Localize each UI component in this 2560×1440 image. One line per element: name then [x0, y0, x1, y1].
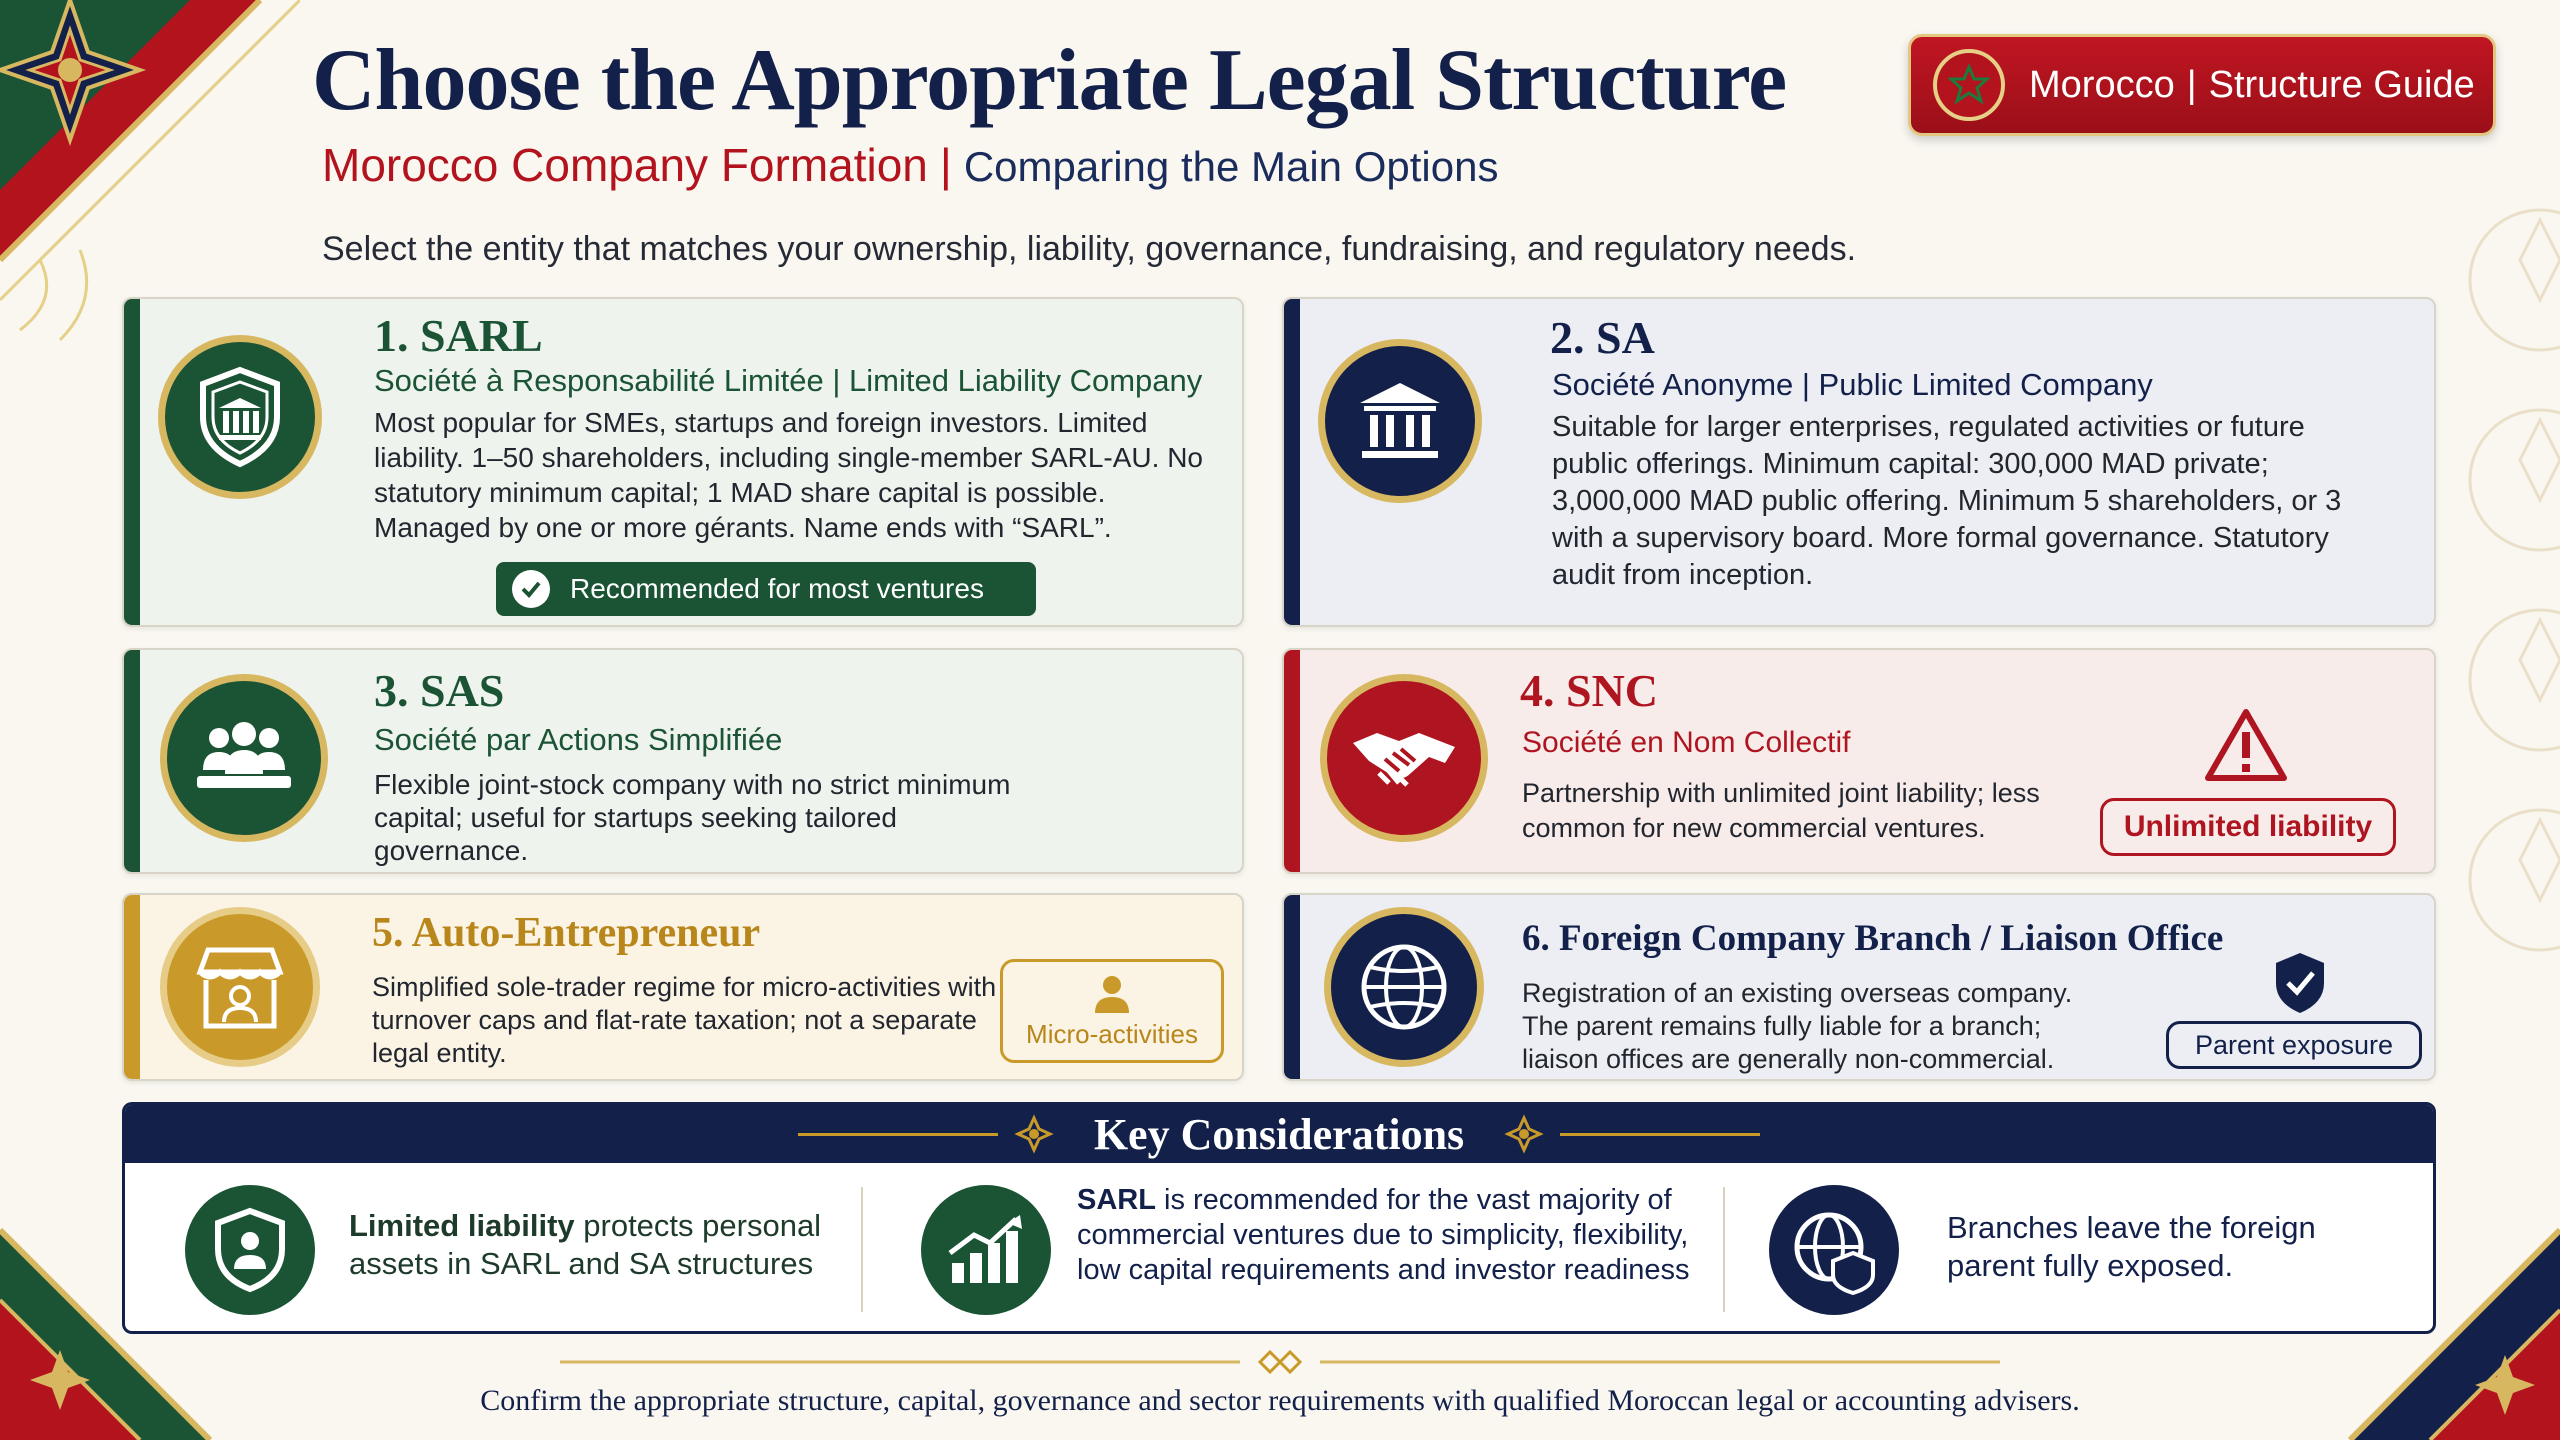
shield-check-icon	[2276, 953, 2324, 1013]
guide-separator: |	[2186, 63, 2197, 106]
card-description: Simplified sole-trader regime for micro-…	[372, 972, 997, 1068]
footer-disclaimer: Confirm the appropriate structure, capit…	[480, 1384, 2080, 1417]
consideration-text: Branches leave the foreign parent fully …	[1947, 1210, 2316, 1283]
card-description: Registration of an existing overseas com…	[1522, 978, 2073, 1074]
consideration-bold: Limited liability	[349, 1208, 575, 1243]
card-title: 6. Foreign Company Branch / Liaison Offi…	[1522, 918, 2224, 959]
header-rule	[797, 1132, 998, 1136]
card-subtitle: Société par Actions Simplifiée	[374, 722, 783, 757]
footer-divider-ornament	[560, 1350, 2000, 1374]
decorative-corner-ornament	[2347, 1227, 2560, 1440]
decorative-pattern	[2468, 208, 2560, 952]
card-sas: 3. SAS Société par Actions Simplifiée Fl…	[122, 648, 1244, 874]
recommended-badge: Recommended for most ventures	[496, 562, 1036, 616]
unlimited-liability-badge: Unlimited liability	[2100, 798, 2396, 856]
card-snc: 4. SNC Société en Nom Collectif Partners…	[1282, 648, 2436, 874]
divider	[861, 1187, 863, 1312]
subtitle-comparison: Comparing the Main Options	[963, 143, 1499, 190]
card-subtitle: Société en Nom Collectif	[1522, 726, 1851, 759]
consideration-liability: Limited liability protects personal asse…	[349, 1207, 849, 1283]
card-subtitle: Société Anonyme | Public Limited Company	[1552, 367, 2153, 402]
header-rule	[1560, 1132, 1761, 1136]
micro-activities-badge: Micro-activities	[1000, 959, 1224, 1063]
card-auto-entrepreneur: 5. Auto-Entrepreneur Simplified sole-tra…	[122, 893, 1244, 1081]
key-considerations-panel: Key Considerations Limited liability pro…	[122, 1102, 2436, 1334]
card-description: Partnership with unlimited joint liabili…	[1522, 778, 2040, 843]
warning-triangle-icon	[2205, 709, 2287, 781]
key-considerations-header: Key Considerations	[125, 1105, 2433, 1163]
shield-person-icon	[185, 1185, 315, 1315]
intro-text: Select the entity that matches your owne…	[322, 230, 1857, 268]
decorative-corner-ornament	[0, 1227, 213, 1440]
card-title: 1. SARL	[374, 310, 543, 361]
check-circle-icon	[512, 570, 550, 608]
handshake-icon	[1320, 674, 1488, 842]
moroccan-star-icon	[1933, 49, 2005, 121]
consideration-bold: SARL	[1077, 1184, 1156, 1216]
shield-bank-icon	[158, 335, 322, 499]
key-considerations-title: Key Considerations	[1093, 1109, 1465, 1159]
card-title: 3. SAS	[374, 665, 505, 716]
person-icon	[1095, 975, 1129, 1013]
guide-label: Structure Guide	[2208, 63, 2475, 106]
decorative-corner-ornament	[0, 0, 300, 342]
card-description: Suitable for larger enterprises, regulat…	[1552, 411, 2342, 591]
ornament-icon	[1014, 1114, 1054, 1154]
page-subtitle: Morocco Company Formation|Comparing the …	[322, 138, 1498, 192]
card-foreign-branch: 6. Foreign Company Branch / Liaison Offi…	[1282, 893, 2436, 1081]
guide-country: Morocco	[2029, 63, 2175, 106]
divider	[1723, 1187, 1725, 1312]
growth-chart-icon	[921, 1185, 1051, 1315]
guide-badge-text: Morocco | Structure Guide	[2029, 64, 2475, 107]
micro-activities-label: Micro-activities	[1026, 1018, 1198, 1049]
recommended-badge-label: Recommended for most ventures	[570, 573, 984, 604]
card-description: Flexible joint-stock company with no str…	[374, 769, 1011, 866]
consideration-sarl: SARL is recommended for the vast majorit…	[1077, 1183, 1717, 1288]
bank-building-icon	[1318, 339, 1482, 503]
globe-shield-icon	[1769, 1185, 1899, 1315]
globe-icon	[1324, 907, 1484, 1067]
page-title: Choose the Appropriate Legal Structure	[312, 32, 1787, 129]
card-title: 4. SNC	[1520, 665, 1659, 716]
consideration-branch: Branches leave the foreign parent fully …	[1947, 1209, 2387, 1285]
group-people-icon	[160, 674, 328, 842]
card-subtitle: Société à Responsabilité Limitée | Limit…	[374, 363, 1203, 398]
consideration-text: is recommended for the vast majority of …	[1077, 1184, 1690, 1286]
parent-exposure-badge: Parent exposure	[2166, 1021, 2422, 1069]
ornament-icon	[1504, 1114, 1544, 1154]
structure-guide-badge: Morocco | Structure Guide	[1908, 34, 2496, 136]
card-title: 2. SA	[1550, 312, 1655, 363]
card-sa: 2. SA Société Anonyme | Public Limited C…	[1282, 297, 2436, 627]
consideration-text: protects personal assets in SARL and SA …	[349, 1208, 822, 1281]
card-sarl: 1. SARL Société à Responsabilité Limitée…	[122, 297, 1244, 627]
storefront-person-icon	[160, 907, 320, 1067]
subtitle-separator: |	[939, 139, 952, 191]
card-title: 5. Auto-Entrepreneur	[372, 910, 761, 956]
subtitle-country: Morocco Company Formation	[322, 139, 928, 191]
card-description: Most popular for SMEs, startups and fore…	[374, 407, 1203, 543]
